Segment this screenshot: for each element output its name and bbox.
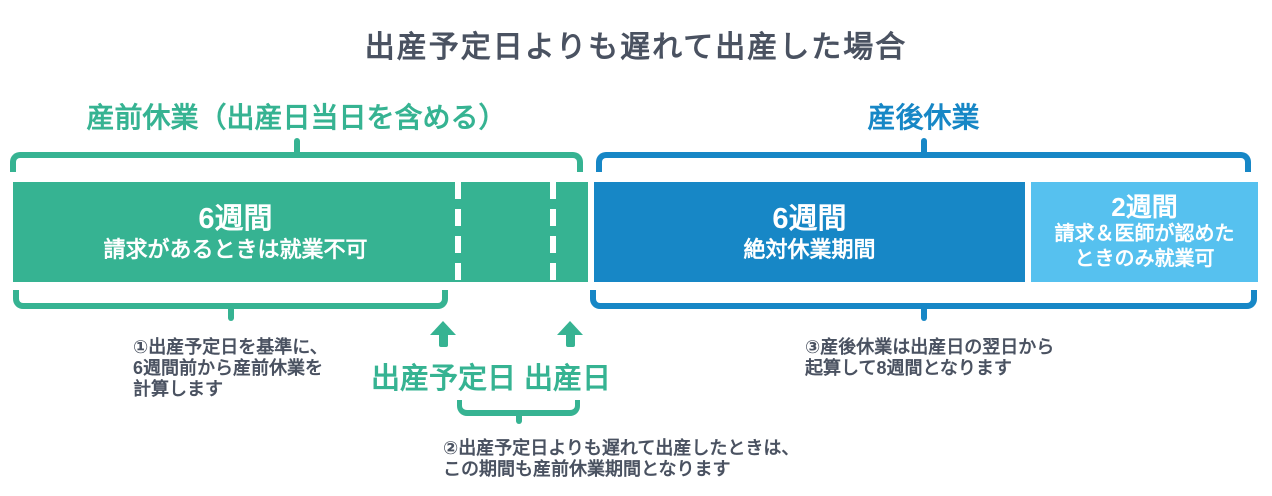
note-2-line-1: ②出産予定日よりも遅れて出産したときは、 xyxy=(443,438,800,458)
birth-date-label: 出産日 xyxy=(524,363,612,395)
note-3-line-1: ③産後休業は出産日の翌日から xyxy=(805,337,1055,357)
note-late-birth-period: ②出産予定日よりも遅れて出産したときは、 この期間も産前休業期間となります xyxy=(443,438,799,480)
due-date-label: 出産予定日 xyxy=(371,363,517,395)
prenatal-top-brace xyxy=(10,138,583,172)
postnatal-main-desc: 絶対休業期間 xyxy=(743,236,876,262)
birth-date-arrow-icon xyxy=(557,321,583,347)
postnatal-extra-desc-line2: ときのみ就業可 xyxy=(1074,248,1215,270)
delay-period-brace xyxy=(457,400,580,424)
note-postnatal-calculation: ③産後休業は出産日の翌日から 起算して8週間となります xyxy=(805,337,1054,379)
note-1-line-2: 6週間前から産前休業を xyxy=(133,358,324,378)
prenatal-bottom-brace xyxy=(13,290,448,321)
prenatal-leave-label: 産前休業（出産日当日を含める） xyxy=(86,102,507,133)
birth-date-arrow-shaft xyxy=(565,335,575,347)
note-prenatal-calculation: ①出産予定日を基準に、 6週間前から産前休業を 計算します xyxy=(133,337,328,400)
postnatal-leave-label: 産後休業 xyxy=(867,102,980,133)
page-title: 出産予定日よりも遅れて出産した場合 xyxy=(364,31,908,64)
prenatal-bar-duration: 6週間 xyxy=(198,202,273,235)
postnatal-extra-desc-line1: 請求＆医師が認めた xyxy=(1054,223,1235,245)
postnatal-extra-bar-text: 2週間 請求＆医師が認めた ときのみ就業可 xyxy=(1031,182,1258,282)
postnatal-main-bar: 6週間 絶対休業期間 xyxy=(594,182,1025,282)
note-2-line-2: この期間も産前休業期間となります xyxy=(443,459,731,479)
note-3-line-2: 起算して8週間となります xyxy=(805,358,1012,378)
prenatal-bar: 6週間 請求があるときは就業不可 xyxy=(13,182,588,282)
postnatal-extra-duration: 2週間 xyxy=(1111,192,1178,222)
postnatal-main-duration: 6週間 xyxy=(772,202,847,235)
postnatal-bottom-brace xyxy=(590,290,1257,321)
note-1-line-3: 計算します xyxy=(133,379,223,399)
due-date-arrow-head xyxy=(430,321,456,335)
note-1-line-1: ①出産予定日を基準に、 xyxy=(133,337,328,357)
due-date-arrow-icon xyxy=(430,321,456,347)
birth-date-arrow-head xyxy=(557,321,583,335)
postnatal-main-bar-text: 6週間 絶対休業期間 xyxy=(594,182,1025,282)
birth-date-dashed-divider xyxy=(550,182,556,282)
prenatal-bar-text: 6週間 請求があるときは就業不可 xyxy=(13,182,458,282)
prenatal-bar-desc: 請求があるときは就業不可 xyxy=(103,236,368,262)
postnatal-top-brace xyxy=(596,138,1251,172)
postnatal-extra-bar: 2週間 請求＆医師が認めた ときのみ就業可 xyxy=(1031,182,1258,282)
due-date-dashed-divider xyxy=(455,182,461,282)
due-date-arrow-shaft xyxy=(438,335,448,347)
